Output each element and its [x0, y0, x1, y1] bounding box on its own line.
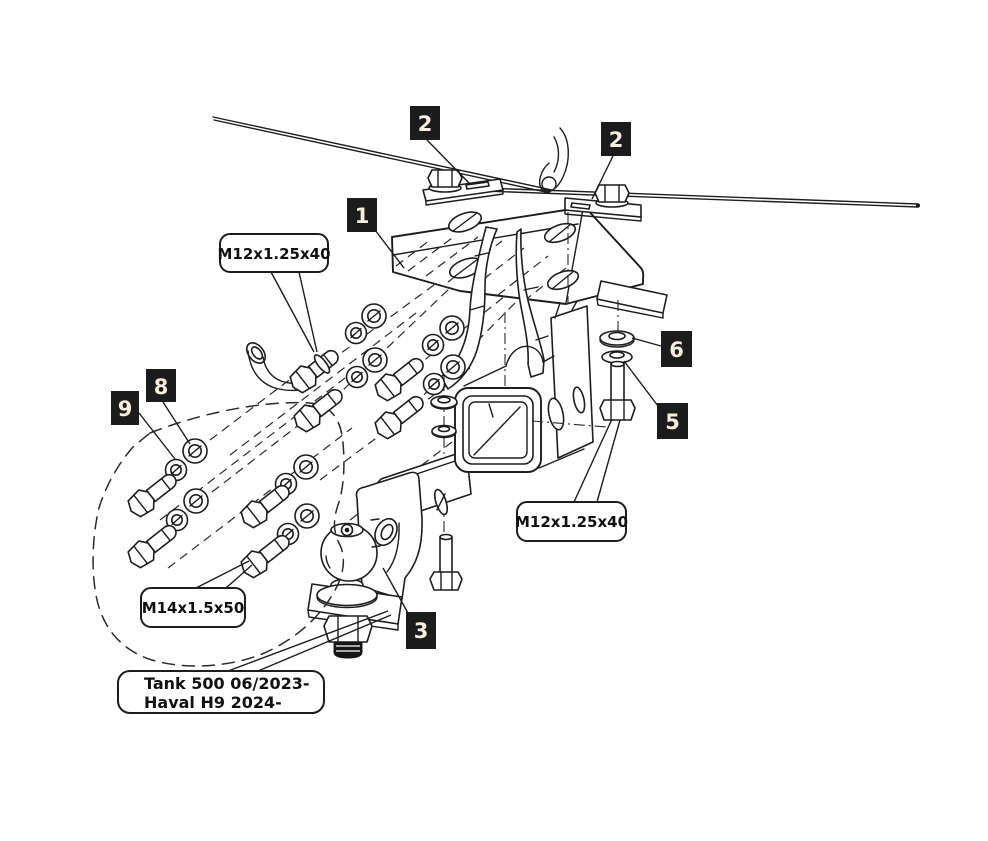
main-bracket-part-1 — [391, 206, 668, 319]
part-badge-2-right: 2 — [601, 122, 631, 156]
badge-3-label: 3 — [414, 619, 429, 643]
hardware-kit-outline — [92, 401, 345, 667]
part-badge-3: 3 — [406, 612, 436, 649]
pull-rods — [212, 116, 921, 208]
part-badge-8: 8 — [146, 369, 176, 402]
side-bolt-and-washers — [599, 330, 636, 421]
anchor-plate-left-nut — [427, 169, 463, 188]
vehicle-note-line1: Tank 500 06/2023- — [144, 674, 310, 693]
hitch-ball — [316, 517, 398, 609]
kit-washers-and-bolts — [122, 438, 320, 583]
receiver-centerline — [531, 420, 607, 428]
vehicle-note: Tank 500 06/2023- Haval H9 2024- — [117, 610, 392, 714]
badge-2-left-label: 2 — [418, 112, 433, 136]
receiver-bracket — [463, 300, 594, 469]
part-badge-2-left: 2 — [410, 106, 440, 140]
callout-m12-right-text: M12x1.25x40 — [515, 513, 628, 531]
callout-m12-left-box — [219, 233, 329, 273]
hook-straps — [440, 226, 549, 392]
part-badge-9: 9 — [111, 391, 139, 425]
receiver-square-opening — [454, 387, 542, 473]
vehicle-note-line2: Haval H9 2024- — [144, 693, 282, 712]
pull-wire-tube — [245, 342, 299, 392]
spec-callouts: M12x1.25x40 M12x1.25x40 M14x1.5x50 — [140, 233, 628, 628]
anchor-plate-left — [422, 169, 504, 206]
vehicle-note-box — [117, 670, 325, 714]
badge-6-label: 6 — [669, 338, 684, 362]
badge-2-right-label: 2 — [609, 128, 624, 152]
part-badges: 2 2 1 6 5 8 9 3 — [111, 106, 692, 649]
anchor-plate-right — [564, 184, 642, 222]
callout-m14-box — [140, 587, 246, 628]
part-badge-1: 1 — [347, 198, 377, 232]
callout-m12-right-box — [516, 501, 627, 542]
part-badge-6: 6 — [661, 331, 692, 367]
callout-m12-left-text: M12x1.25x40 — [217, 245, 330, 263]
badge-5-label: 5 — [665, 410, 680, 434]
badge-9-label: 9 — [118, 397, 133, 421]
ball-mount-part-3 — [307, 471, 423, 659]
part-badge-5: 5 — [657, 403, 688, 439]
receiver-washers-and-bolt — [429, 395, 463, 591]
badge-1-label: 1 — [355, 204, 370, 228]
upper-washers-and-bolts — [245, 303, 466, 444]
badge-8-label: 8 — [154, 375, 169, 399]
callout-m14-text: M14x1.5x50 — [142, 599, 245, 617]
ball-stud-nut — [323, 615, 373, 659]
anchor-plate-right-nut — [594, 184, 630, 203]
r-clip — [539, 127, 569, 193]
